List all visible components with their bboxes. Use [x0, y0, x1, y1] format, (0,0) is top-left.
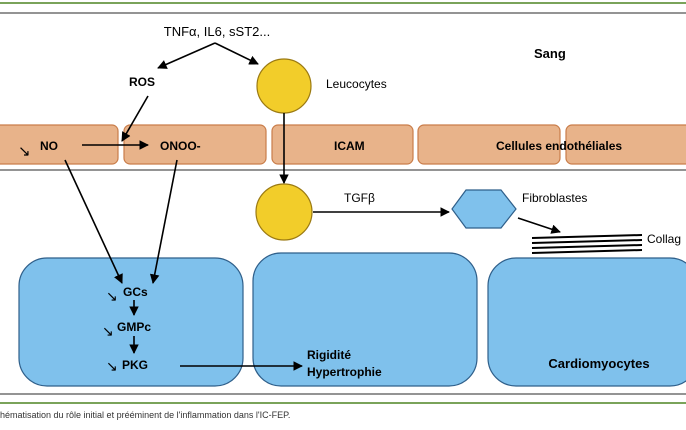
collagen-fiber: [531, 239, 643, 244]
down-arrow-pkg: ↘: [106, 358, 118, 374]
down-arrow-no: ↘: [18, 143, 31, 160]
arrow-stimuli-to-ros: [157, 42, 216, 69]
endothelial-cell-right: [565, 124, 686, 165]
fibroblast-hexagon: [451, 189, 517, 229]
blood-label: Sang: [534, 46, 566, 61]
arrow-stimuli-to-leukocytes: [214, 42, 259, 65]
stimuli-label: TNFα, IL6, sST2...: [164, 24, 270, 39]
endothelial-cell-icam: [271, 124, 414, 165]
icam-label: ICAM: [334, 139, 365, 153]
fibroblasts-label: Fibroblastes: [522, 191, 587, 205]
leukocyte-tissue: [255, 183, 313, 241]
collagen-fiber: [531, 234, 643, 239]
endothelial-cell-main: [417, 124, 561, 165]
endothelial-label: Cellules endothéliales: [496, 139, 622, 153]
ros-label: ROS: [129, 75, 155, 89]
collagen-label: Collag: [647, 232, 681, 246]
cardiomyocytes-label: Cardiomyocytes: [548, 356, 649, 371]
arrow-onoo-to-gcs: [149, 159, 178, 284]
arrow-fibroblasts-to-collagen: [517, 217, 561, 234]
down-arrow-gmpc: ↘: [102, 323, 114, 339]
gmpc-label: GMPc: [117, 320, 151, 334]
leukocytes-label: Leucocytes: [326, 77, 387, 91]
cardiomyocyte-left: [18, 257, 244, 387]
down-arrow-gcs: ↘: [106, 288, 118, 304]
figure-caption: hématisation du rôle initial et préémine…: [0, 410, 291, 420]
cardiomyocyte-right: [487, 257, 686, 387]
arrow-no-to-gcs: [64, 159, 123, 284]
rigidity-label: Rigidité: [307, 348, 351, 362]
arrow-ros-to-onoo: [121, 95, 149, 142]
no-label: NO: [40, 139, 58, 153]
gcs-label: GCs: [123, 285, 148, 299]
leukocyte-blood: [256, 58, 312, 114]
pkg-label: PKG: [122, 358, 148, 372]
collagen-fiber: [531, 244, 643, 249]
onoo-label: ONOO-: [160, 139, 201, 153]
collagen-fiber: [531, 249, 643, 254]
hypertrophy-label: Hypertrophie: [307, 365, 382, 379]
cardiomyocyte-middle: [252, 252, 478, 387]
tgfb-label: TGFβ: [344, 191, 375, 205]
